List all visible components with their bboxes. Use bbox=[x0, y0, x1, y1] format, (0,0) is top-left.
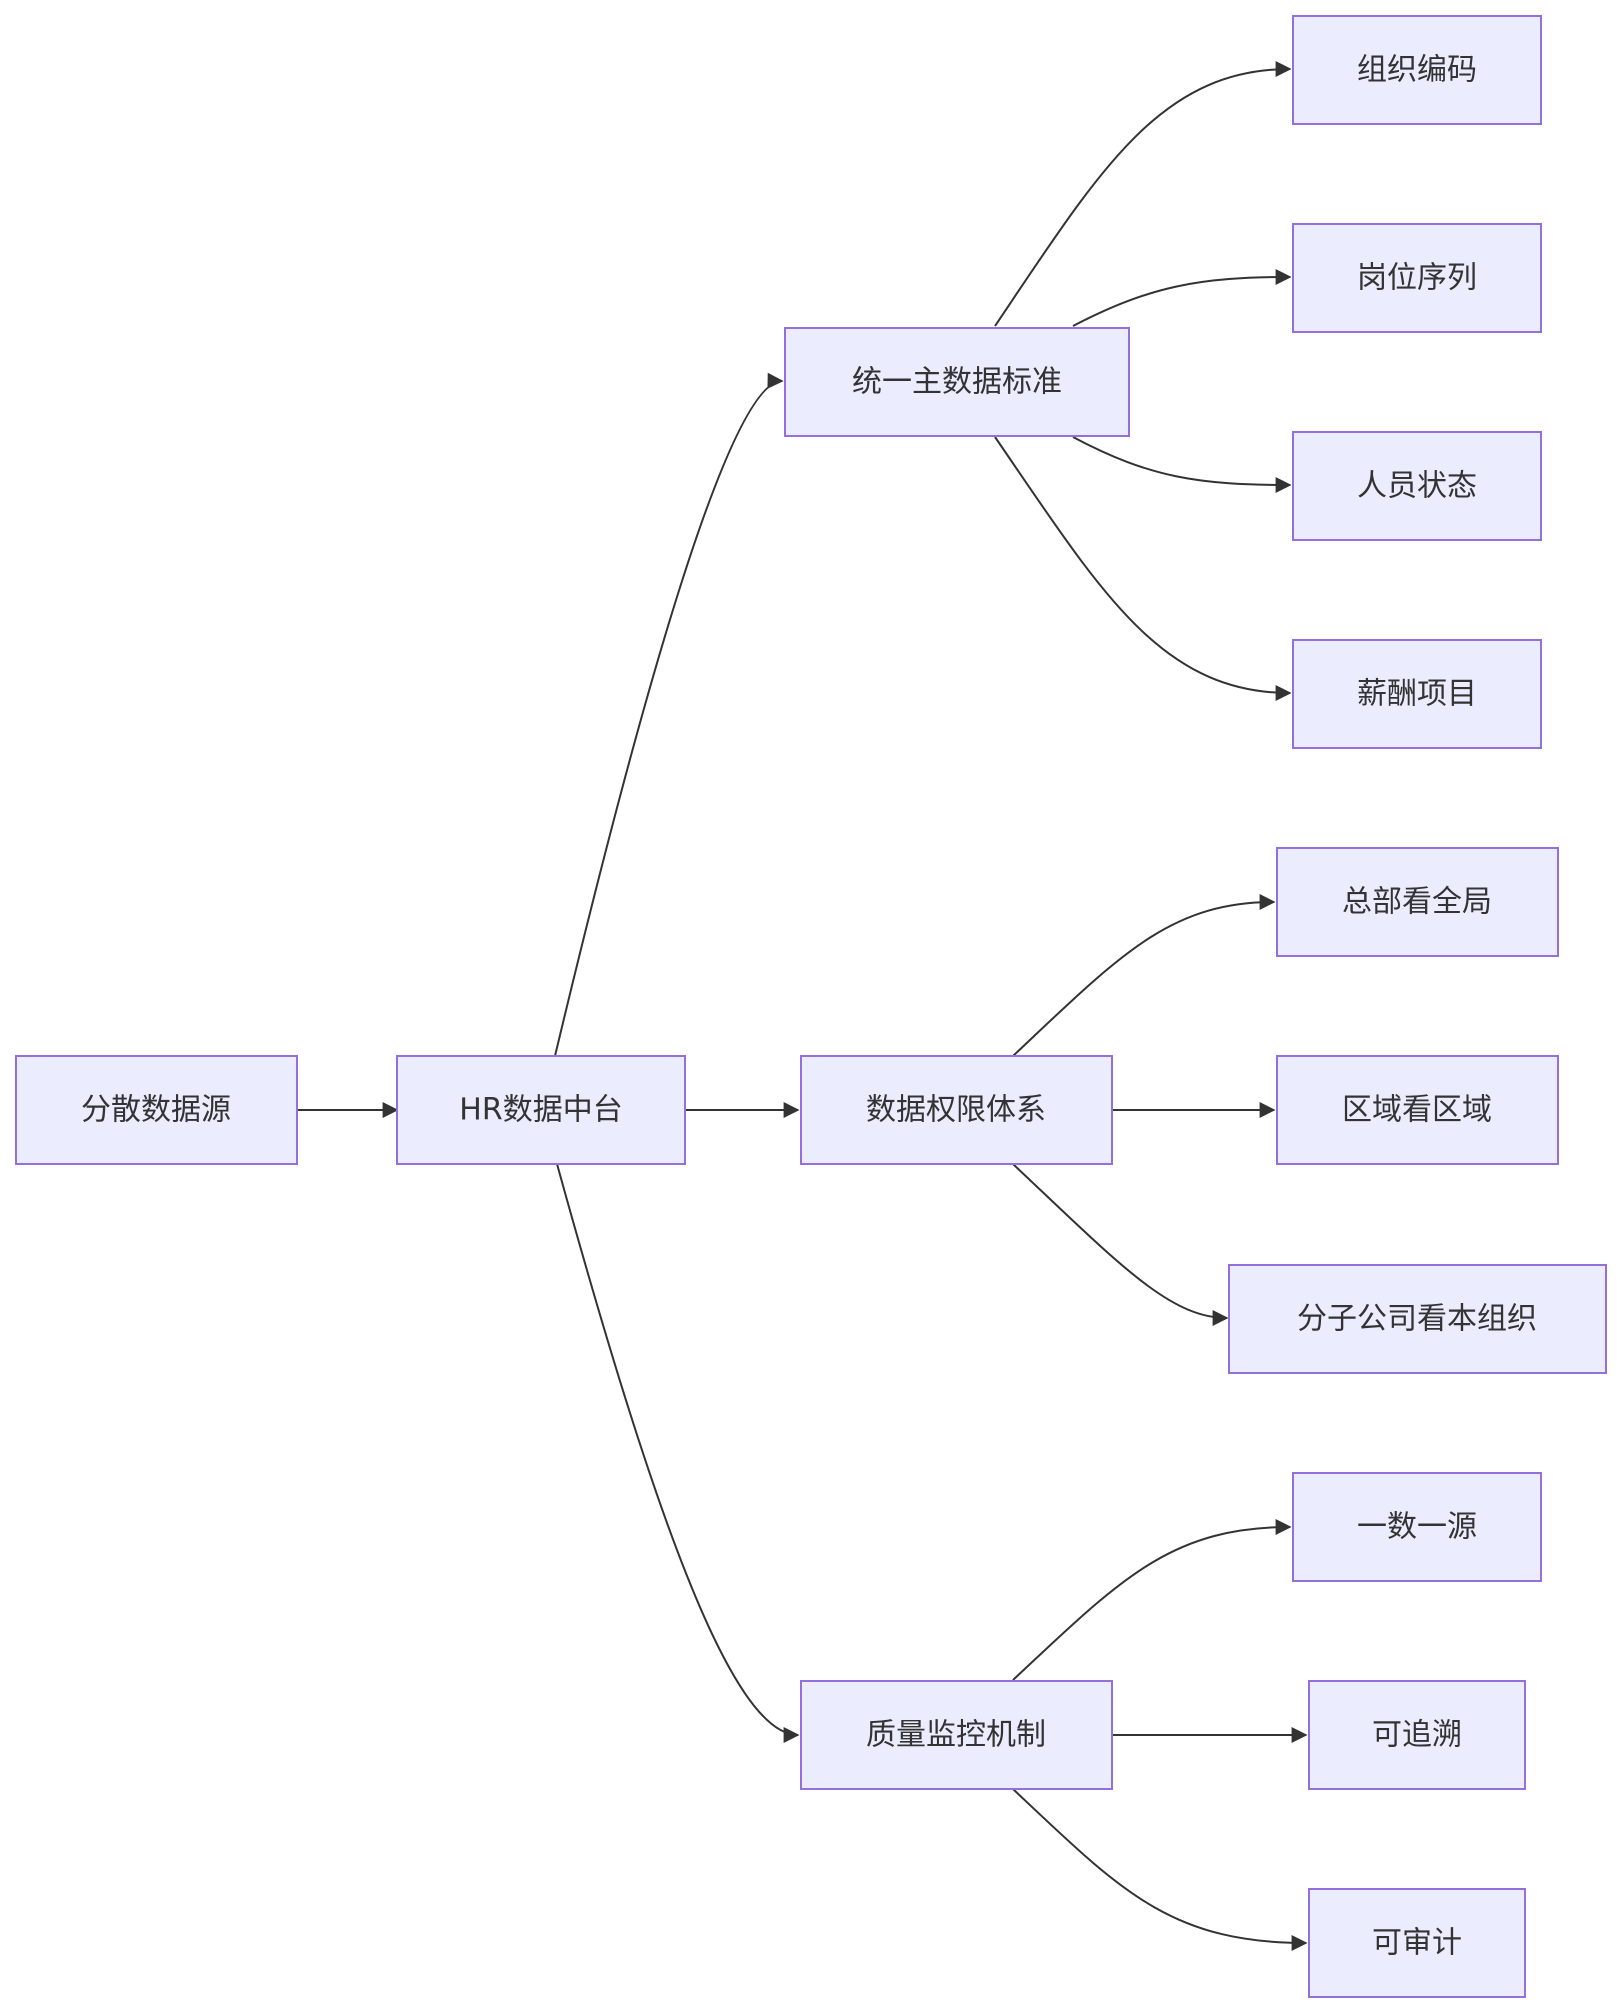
node-traceable: 可追溯 bbox=[1308, 1680, 1526, 1790]
node-sub-view-label: 分子公司看本组织 bbox=[1297, 1302, 1537, 1337]
node-auditable-label: 可审计 bbox=[1372, 1926, 1462, 1961]
node-permission: 数据权限体系 bbox=[800, 1055, 1113, 1165]
node-job-seq-label: 岗位序列 bbox=[1357, 261, 1477, 296]
node-org-code-label: 组织编码 bbox=[1357, 53, 1477, 88]
node-hub-label: HR数据中台 bbox=[459, 1093, 622, 1128]
edge-permission-to-sub-view bbox=[1012, 1163, 1229, 1326]
node-permission-label: 数据权限体系 bbox=[866, 1093, 1046, 1128]
node-staff-status: 人员状态 bbox=[1292, 431, 1542, 541]
edge-standard-to-job-seq bbox=[1072, 269, 1292, 327]
node-staff-status-label: 人员状态 bbox=[1357, 469, 1477, 504]
edge-quality-to-single-source bbox=[1012, 1519, 1292, 1681]
edge-hub-to-quality bbox=[556, 1163, 800, 1743]
nodes-layer: 分散数据源 HR数据中台 统一主数据标准 数据权限体系 质量监控机制 组织编码 … bbox=[15, 15, 1607, 1998]
node-hq-view-label: 总部看全局 bbox=[1342, 885, 1492, 920]
edge-standard-to-pay-items bbox=[994, 436, 1292, 701]
node-job-seq: 岗位序列 bbox=[1292, 223, 1542, 333]
node-quality: 质量监控机制 bbox=[800, 1680, 1113, 1790]
node-sub-view: 分子公司看本组织 bbox=[1228, 1264, 1607, 1374]
node-source: 分散数据源 bbox=[15, 1055, 298, 1165]
edge-quality-to-auditable bbox=[1012, 1788, 1308, 1951]
node-traceable-label: 可追溯 bbox=[1372, 1718, 1462, 1753]
node-pay-items-label: 薪酬项目 bbox=[1357, 677, 1477, 712]
node-hub: HR数据中台 bbox=[396, 1055, 686, 1165]
edge-standard-to-org-code bbox=[994, 61, 1292, 327]
node-single-source-label: 一数一源 bbox=[1357, 1510, 1477, 1545]
edge-hub-to-standard bbox=[554, 372, 784, 1057]
node-org-code: 组织编码 bbox=[1292, 15, 1542, 125]
node-pay-items: 薪酬项目 bbox=[1292, 639, 1542, 749]
node-source-label: 分散数据源 bbox=[81, 1093, 231, 1128]
node-region-view: 区域看区域 bbox=[1276, 1055, 1559, 1165]
node-standard: 统一主数据标准 bbox=[784, 327, 1130, 437]
edges-layer bbox=[297, 61, 1308, 1951]
node-quality-label: 质量监控机制 bbox=[866, 1718, 1046, 1753]
edge-permission-to-hq-view bbox=[1012, 894, 1276, 1057]
node-standard-label: 统一主数据标准 bbox=[852, 365, 1062, 400]
node-single-source: 一数一源 bbox=[1292, 1472, 1542, 1582]
node-hq-view: 总部看全局 bbox=[1276, 847, 1559, 957]
edge-standard-to-staff-status bbox=[1072, 436, 1292, 493]
node-region-view-label: 区域看区域 bbox=[1342, 1093, 1492, 1128]
node-auditable: 可审计 bbox=[1308, 1888, 1526, 1998]
